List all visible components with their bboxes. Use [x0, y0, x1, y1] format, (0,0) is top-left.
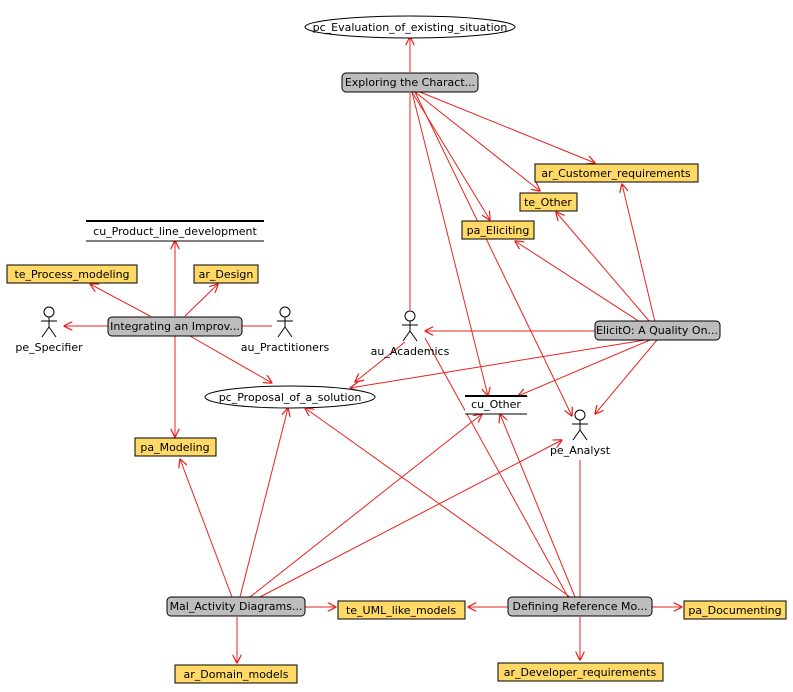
- node-te-other[interactable]: te_Other: [519, 192, 578, 212]
- edge-integrating-to-te-process: [90, 284, 151, 317]
- edge-elicito-to-ar-customer: [622, 184, 656, 323]
- node-mal-activity-label: Mal_Activity Diagrams...: [170, 600, 303, 613]
- node-au-academics[interactable]: au_Academics: [371, 310, 450, 358]
- node-pa-documenting-label: pa_Documenting: [688, 604, 781, 617]
- node-pc-evaluation[interactable]: pc_Evaluation_of_existing_situation: [304, 15, 516, 39]
- actor-icon: [572, 409, 588, 441]
- edge-elicito-to-pe-analyst: [595, 339, 658, 414]
- node-ar-developer-label: ar_Developer_requirements: [504, 666, 657, 679]
- node-exploring-label: Exploring the Charact...: [345, 76, 475, 89]
- node-ar-design-label: ar_Design: [199, 268, 254, 281]
- node-cu-other-label: cu_Other: [471, 398, 521, 411]
- node-te-uml-label: te_UML_like_models: [346, 604, 456, 617]
- edge-elicito-to-cu-other: [518, 339, 651, 396]
- node-cu-product-line[interactable]: cu_Product_line_development: [86, 220, 264, 242]
- node-pa-eliciting[interactable]: pa_Eliciting: [461, 220, 535, 240]
- node-ar-design[interactable]: ar_Design: [193, 264, 259, 284]
- node-te-process[interactable]: te_Process_modeling: [6, 264, 138, 284]
- node-pc-evaluation-label: pc_Evaluation_of_existing_situation: [313, 21, 508, 34]
- edge-elicito-to-pa-eliciting: [515, 241, 641, 323]
- node-pe-specifier[interactable]: pe_Specifier: [15, 306, 83, 354]
- node-pc-proposal-label: pc_Proposal_of_a_solution: [219, 391, 362, 404]
- edge-exploring-to-pe-analyst: [414, 91, 572, 416]
- node-au-practitioners-label: au_Practitioners: [241, 341, 330, 354]
- node-ar-domain[interactable]: ar_Domain_models: [174, 664, 298, 684]
- actor-icon: [277, 306, 293, 338]
- node-pa-documenting[interactable]: pa_Documenting: [683, 600, 787, 620]
- node-defining-label: Defining Reference Mo...: [512, 600, 647, 613]
- node-integrating-label: Integrating an Improv...: [110, 320, 240, 333]
- edge-layer: [64, 37, 682, 663]
- node-te-process-label: te_Process_modeling: [14, 268, 129, 281]
- edge-exploring-to-ar-customer: [419, 91, 595, 163]
- node-integrating[interactable]: Integrating an Improv...: [107, 316, 243, 337]
- edge-mal-to-pc-proposal: [239, 408, 288, 598]
- edge-defining-to-pc-proposal: [305, 408, 571, 598]
- node-ar-domain-label: ar_Domain_models: [184, 668, 289, 681]
- node-au-academics-label: au_Academics: [371, 345, 450, 358]
- node-pa-modeling-label: pa_Modeling: [140, 441, 209, 454]
- node-layer: pc_Evaluation_of_existing_situation pc_P…: [6, 15, 787, 684]
- node-pa-modeling[interactable]: pa_Modeling: [134, 437, 217, 457]
- node-elicito[interactable]: ElicitO: A Quality On...: [594, 320, 721, 341]
- edge-defining-to-cu-other: [500, 414, 576, 598]
- node-pe-analyst-label: pe_Analyst: [550, 444, 611, 457]
- actor-icon: [41, 306, 57, 338]
- actor-icon: [402, 310, 418, 342]
- edge-academics-to-pc-proposal: [355, 341, 406, 382]
- node-cu-other[interactable]: cu_Other: [465, 395, 527, 415]
- edge-integrating-to-ar-design: [184, 284, 218, 317]
- node-mal-activity[interactable]: Mal_Activity Diagrams...: [166, 596, 306, 617]
- edge-mal-to-pe-analyst: [259, 440, 562, 598]
- node-te-other-label: te_Other: [524, 196, 572, 209]
- edge-elicito-to-te-other: [556, 212, 651, 323]
- node-cu-product-line-label: cu_Product_line_development: [93, 225, 257, 238]
- edge-mal-to-pa-modeling: [180, 459, 233, 598]
- edge-exploring-to-pa-eliciting: [411, 91, 490, 220]
- edge-exploring-to-te-other: [414, 91, 540, 191]
- node-defining[interactable]: Defining Reference Mo...: [507, 596, 653, 617]
- node-au-practitioners[interactable]: au_Practitioners: [241, 306, 330, 354]
- node-exploring[interactable]: Exploring the Charact...: [341, 72, 479, 93]
- node-pe-specifier-label: pe_Specifier: [15, 341, 83, 354]
- edge-exploring-to-cu-other: [411, 91, 488, 396]
- node-te-uml[interactable]: te_UML_like_models: [337, 600, 466, 620]
- node-pe-analyst[interactable]: pe_Analyst: [550, 409, 611, 457]
- node-ar-customer-label: ar_Customer_requirements: [541, 167, 691, 180]
- node-elicito-label: ElicitO: A Quality On...: [596, 324, 718, 337]
- node-pc-proposal[interactable]: pc_Proposal_of_a_solution: [204, 385, 376, 409]
- edge-integrating-to-pc-proposal: [189, 335, 272, 383]
- node-ar-developer[interactable]: ar_Developer_requirements: [497, 662, 664, 682]
- node-ar-customer[interactable]: ar_Customer_requirements: [534, 163, 699, 183]
- edge-elicito-to-pc-proposal: [350, 339, 646, 388]
- edge-mal-to-cu-other: [249, 414, 482, 598]
- node-pa-eliciting-label: pa_Eliciting: [467, 224, 530, 237]
- edge-academics-to-defining: [424, 337, 569, 598]
